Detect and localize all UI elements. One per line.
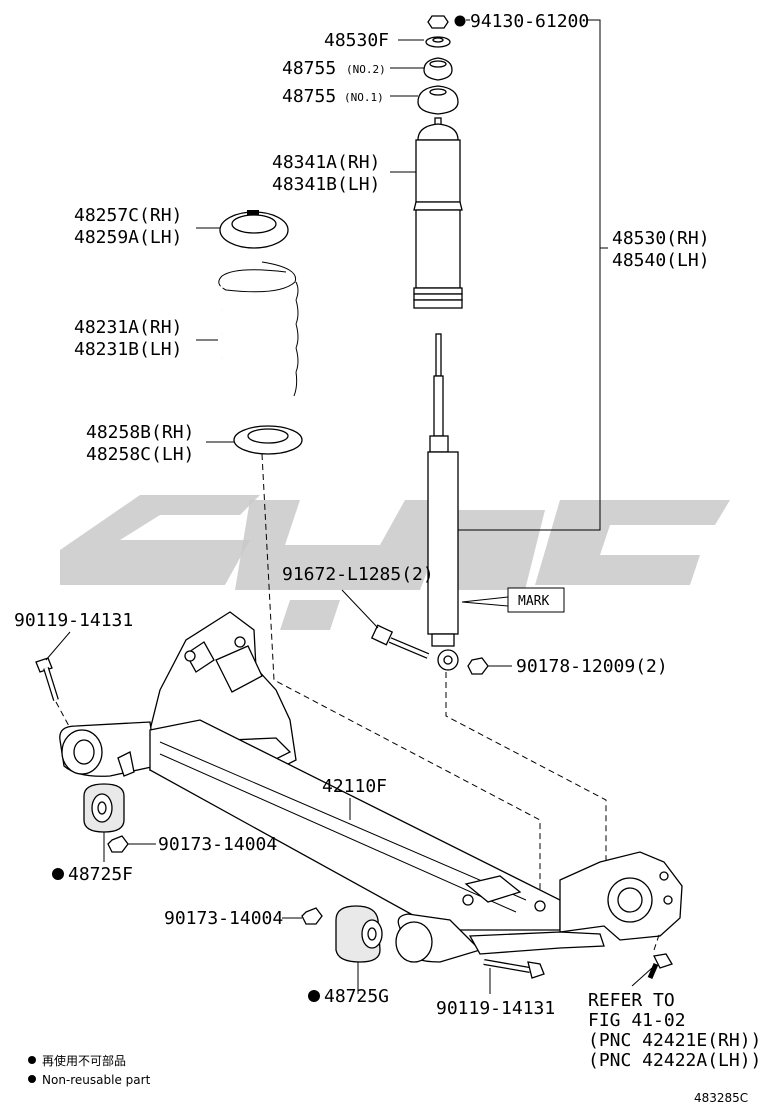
label-boot-rh: 48341A(RH) [272, 152, 380, 173]
label-spring-lh: 48231B(LH) [74, 339, 182, 360]
label-center-bush: 48725G [324, 986, 389, 1007]
label-refer-3: (PNC 42421E(RH)) [588, 1030, 760, 1051]
figure-id: 483285C [694, 1091, 748, 1105]
label-left-bolt: 90119-14131 [14, 610, 133, 631]
label-center-nut: 90173-14004 [164, 908, 283, 929]
center-nut-icon [301, 907, 323, 925]
legend-dot-icon [28, 1056, 36, 1064]
label-insulator-upper-rh: 48257C(RH) [74, 205, 182, 226]
non-reusable-dot-icon [308, 990, 320, 1002]
label-bracket: 48530F [324, 30, 389, 51]
left-bolt-icon [35, 657, 59, 701]
label-absorber-rh: 48530(RH) [612, 228, 710, 249]
label-support-no1: 48755 [282, 86, 336, 107]
center-bolt-icon [483, 959, 545, 979]
label-insulator-upper-lh: 48259A(LH) [74, 227, 182, 248]
label-absorber-nut: 90178-12009(2) [516, 656, 668, 677]
left-nut-icon [107, 835, 129, 853]
refer-bolt-icon [647, 953, 673, 979]
label-refer-2: FIG 41-02 [588, 1010, 686, 1031]
legend-line-jp: 再使用不可部品 [42, 1053, 126, 1068]
label-left-bush: 48725F [68, 864, 133, 885]
watermark-logo [60, 495, 730, 630]
label-beam: 42110F [322, 776, 387, 797]
label-absorber-bolt: 91672-L1285(2) [282, 564, 434, 585]
center-bush-icon [335, 905, 383, 963]
legend: 再使用不可部品 Non-reusable part [28, 1053, 151, 1087]
label-support-no2-note: (NO.2) [346, 63, 386, 76]
support-no2-icon [423, 57, 453, 81]
shock-absorber-icon [427, 333, 459, 671]
label-insulator-lower-rh: 48258B(RH) [86, 422, 194, 443]
lower-insulator-icon [233, 425, 303, 455]
label-spring-rh: 48231A(RH) [74, 317, 182, 338]
non-reusable-dot-icon [454, 15, 466, 27]
label-nut-top: 94130-61200 [470, 11, 589, 32]
support-no1-icon [417, 85, 459, 115]
label-refer-4: (PNC 42422A(LH)) [588, 1050, 760, 1071]
coil-spring-icon [218, 261, 299, 406]
label-left-nut: 90173-14004 [158, 834, 277, 855]
legend-line-en: Non-reusable part [42, 1073, 151, 1087]
rear-axle-beam-icon [59, 611, 683, 963]
absorber-nut-icon [467, 657, 489, 675]
top-nut-icon [427, 15, 449, 29]
non-reusable-dot-icon [52, 868, 64, 880]
label-support-no2: 48755 [282, 58, 336, 79]
boot-icon [413, 117, 463, 309]
upper-insulator-icon [219, 210, 289, 249]
label-support-no1-note: (NO.1) [344, 91, 384, 104]
left-bush-icon [83, 783, 125, 833]
bracket-icon [425, 36, 451, 48]
label-absorber-lh: 48540(LH) [612, 250, 710, 271]
label-insulator-lower-lh: 48258C(LH) [86, 444, 194, 465]
label-center-bolt: 90119-14131 [436, 998, 555, 1019]
label-boot-lh: 48341B(LH) [272, 174, 380, 195]
label-refer-1: REFER TO [588, 990, 675, 1011]
legend-dot-icon [28, 1075, 36, 1083]
absorber-bolt-icon [370, 624, 430, 659]
label-mark: MARK [518, 594, 549, 609]
